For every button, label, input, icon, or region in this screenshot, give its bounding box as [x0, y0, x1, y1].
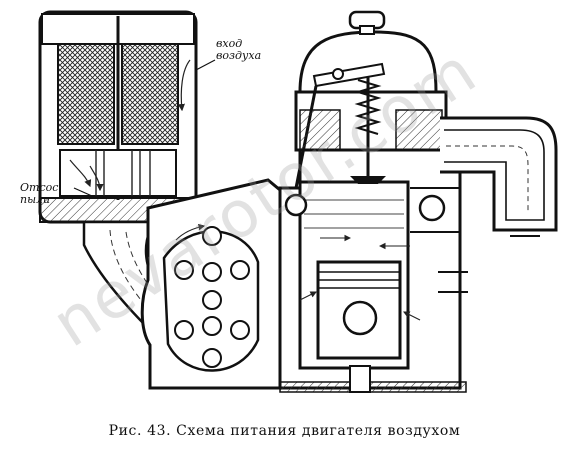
- label-air-inlet: вход воздуха: [216, 38, 261, 62]
- exhaust-pipe: [440, 116, 558, 237]
- cylinder-head: [294, 10, 448, 189]
- label-dust-suction-line2: пыли: [20, 193, 51, 206]
- engine-block: [140, 148, 468, 393]
- filter-element-left: [57, 43, 115, 145]
- label-dust-suction-line1: Отсос: [20, 181, 59, 194]
- figure-caption: Рис. 43. Схема питания двигателя воздухо…: [108, 423, 461, 439]
- air-filter: [38, 10, 198, 224]
- filter-element-right: [121, 43, 179, 145]
- label-air-inlet-line2: воздуха: [216, 49, 262, 62]
- piston-pin: [342, 300, 378, 336]
- rocker-arm: [312, 62, 386, 88]
- label-air-inlet-line1: вход: [216, 37, 243, 50]
- label-dust-suction: Отсос пыли: [20, 182, 58, 206]
